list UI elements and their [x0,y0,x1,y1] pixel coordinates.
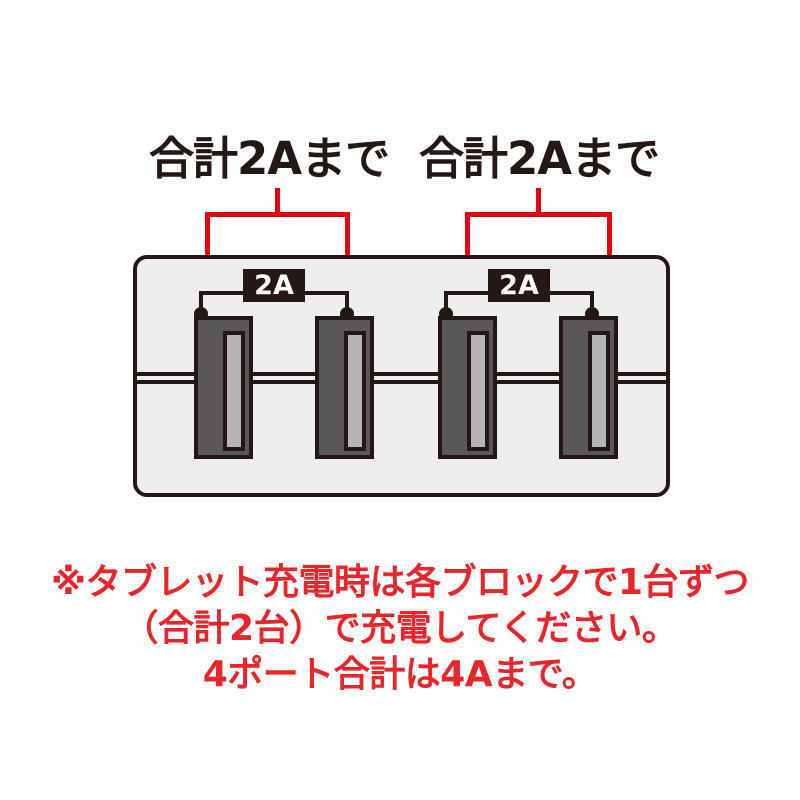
wire-horizontal-right [546,291,594,295]
charger-device-body: 2A 2A [133,255,670,497]
usage-note-line-1: ※タブレット充電時は各ブロックで1台ずつ [50,562,750,603]
bracket-leg-right-icon [345,212,350,268]
bracket-bar-icon [465,212,612,217]
red-bracket-right [465,188,612,268]
bracket-leg-left-icon [205,212,210,268]
bracket-stem-icon [275,188,280,213]
usb-port-slot-icon [588,331,610,451]
current-block-right: 2A [439,265,599,321]
usage-note: ※タブレット充電時は各ブロックで1台ずつ （合計2台）で充電してください。 4ポ… [0,560,800,698]
usage-note-line-2: （合計2台）で充電してください。 [122,608,678,649]
usb-port-4 [559,316,618,459]
wire-vertical-right [345,291,349,311]
usb-port-3 [438,316,497,459]
device-seam-line-bottom [137,380,666,384]
device-seam-line-top [137,372,666,376]
wire-horizontal-left [444,291,492,295]
red-bracket-left [205,188,350,268]
usb-port-slot-icon [467,331,489,451]
bracket-bar-icon [205,212,350,217]
wire-vertical-left [199,291,203,311]
wire-horizontal-left [199,291,247,295]
total-current-label-left: 合計2Aまで [149,132,390,185]
total-current-label-right: 合計2Aまで [419,132,660,185]
wire-horizontal-right [301,291,349,295]
usb-port-2 [315,316,374,459]
usage-note-line-3: 4ポート合計は4Aまで。 [202,654,598,695]
usb-port-slot-icon [344,331,366,451]
bracket-stem-icon [536,188,541,213]
wire-vertical-left [444,291,448,311]
bracket-leg-left-icon [465,212,470,268]
usb-port-1 [194,316,253,459]
current-badge-left: 2A [243,269,305,302]
wire-vertical-right [590,291,594,311]
usb-port-slot-icon [223,331,245,451]
current-block-left: 2A [194,265,354,321]
bracket-leg-right-icon [607,212,612,268]
current-badge-right: 2A [488,269,550,302]
